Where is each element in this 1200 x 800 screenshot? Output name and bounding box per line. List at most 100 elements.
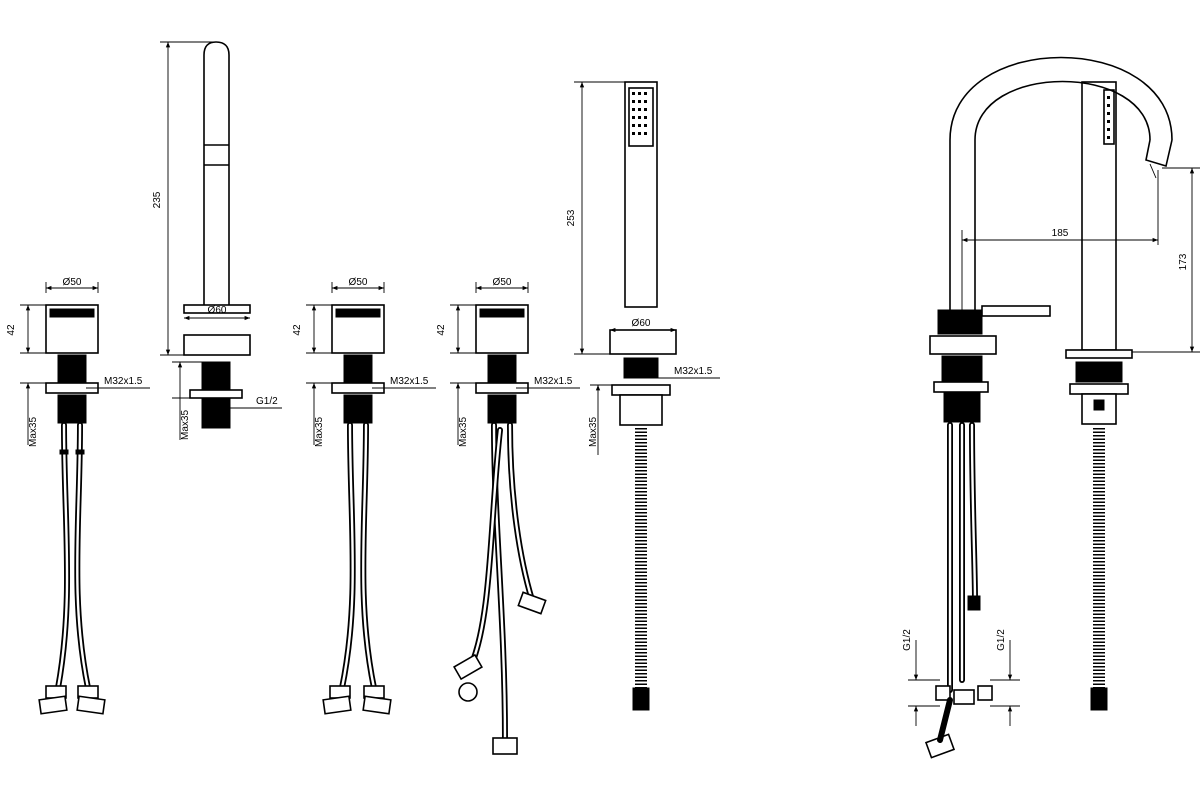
supply-hoses [38,422,106,715]
height-label: 42 [436,324,447,336]
threaded-shank [57,394,87,424]
thread-callout: M32x1.5 [372,376,436,389]
thickness-dimension: Max35 [450,382,488,447]
height-dimension: 173 [1132,167,1200,353]
thread-label: M32x1.5 [674,366,713,377]
hose-nut [935,685,951,701]
shower-head-face [628,87,654,147]
diameter-label: Ø60 [632,318,651,329]
hose-nut [76,695,106,715]
spray-nozzles [1107,96,1110,139]
valve-handle [331,304,385,354]
shower-holder-body [1075,361,1123,383]
height-label: 253 [566,209,577,226]
height-dimension: 42 [292,304,332,354]
thickness-dimension: Max35 [588,384,620,455]
diameter-dimension: Ø50 [475,277,529,293]
connection-label: G1/2 [256,396,278,407]
connection-right-label: G1/2 [996,629,1007,651]
reach-label: 185 [1052,228,1069,239]
max-thickness-label: Max35 [458,417,469,447]
valve-view-2: Ø50 42 Max35 M32x1.5 [292,277,436,715]
thread-callout: M32x1.5 [516,376,580,389]
mixer-hand-shower [1081,81,1117,351]
connection-left-dimension: G1/2 [902,629,940,726]
shower-handle [624,81,658,308]
max-thickness-label: Max35 [314,417,325,447]
thickness-dimension: Max35 [172,361,202,440]
spout-base [183,334,251,356]
threaded-shank [343,394,373,424]
thickness-dimension: Max35 [306,382,344,447]
connection-right-dimension: G1/2 [990,629,1020,726]
thickness-dimension: Max35 [20,382,58,447]
spout-arch-inner [974,80,1151,310]
thread-label: M32x1.5 [390,376,429,387]
hose-end [1090,687,1108,711]
height-label: 42 [6,324,17,336]
mixer-shank [941,355,983,383]
shower-view: 253 Ø60 Max35 M32x1.5 [566,81,720,711]
hose-end [632,687,650,711]
connection-callout: G1/2 [230,396,282,409]
shower-holder [609,329,677,355]
max-thickness-label: Max35 [588,417,599,447]
hose-fitting [458,682,478,702]
height-label: 173 [1178,253,1189,270]
diameter-dimension: Ø60 [184,305,250,321]
height-label: 42 [292,324,303,336]
hose-nut [322,695,352,715]
height-dimension: 42 [436,304,476,354]
diameter-dimension: Ø50 [331,277,385,293]
reach-dimension: 185 [961,170,1159,310]
max-thickness-label: Max35 [180,410,191,440]
supply-hoses [453,422,547,755]
thread-callout: M32x1.5 [86,376,150,389]
valve-body [57,354,87,384]
hose-nut [953,689,975,705]
max-thickness-label: Max35 [28,417,39,447]
valve-body [343,354,373,384]
height-dimension: 253 [566,81,625,355]
spout-outlet [1145,139,1173,168]
spout-view: 235 Ø60 Max35 G1/2 [152,41,282,440]
thread-label: M32x1.5 [104,376,143,387]
mixer-lever [981,305,1051,317]
holder-shank [619,394,663,426]
hose-nut [517,591,547,615]
valve-view-1: Ø50 42 Max35 M32x1.5 [6,277,150,715]
height-dimension: 235 [152,41,216,356]
mixer-view: 185 173 G1/2 G1/2 [902,56,1200,759]
supply-hoses [322,422,392,715]
spout-arch-outer [949,56,1173,310]
valve-body [487,354,517,384]
shower-holder-flange [1065,349,1133,359]
diameter-label: Ø50 [63,277,82,288]
thread-callout: M32x1.5 [658,366,720,379]
holder-body [623,357,659,379]
valve-handle [45,304,99,354]
spout-flange [183,304,251,314]
hose-nut [453,653,483,681]
hose-nut [977,685,993,701]
mixer-flange [929,335,997,355]
spout-connector [201,397,231,429]
handle-top [49,308,95,318]
mixer-body [937,309,983,335]
diameter-dimension: Ø60 [610,318,676,333]
diameter-dimension: Ø50 [45,277,99,293]
height-dimension: 42 [6,304,46,354]
diameter-label: Ø50 [349,277,368,288]
hose-nut [492,737,518,755]
hose-nut [38,695,68,715]
spout-shank [201,361,231,391]
valve-view-3: Ø50 42 Max35 M32x1.5 [436,277,580,755]
spout-body [203,41,230,305]
connection-left-label: G1/2 [902,629,913,651]
thread-label: M32x1.5 [534,376,573,387]
valve-handle [475,304,529,354]
hose-nut [362,695,392,715]
height-label: 235 [152,191,163,208]
spray-nozzles [632,92,647,135]
